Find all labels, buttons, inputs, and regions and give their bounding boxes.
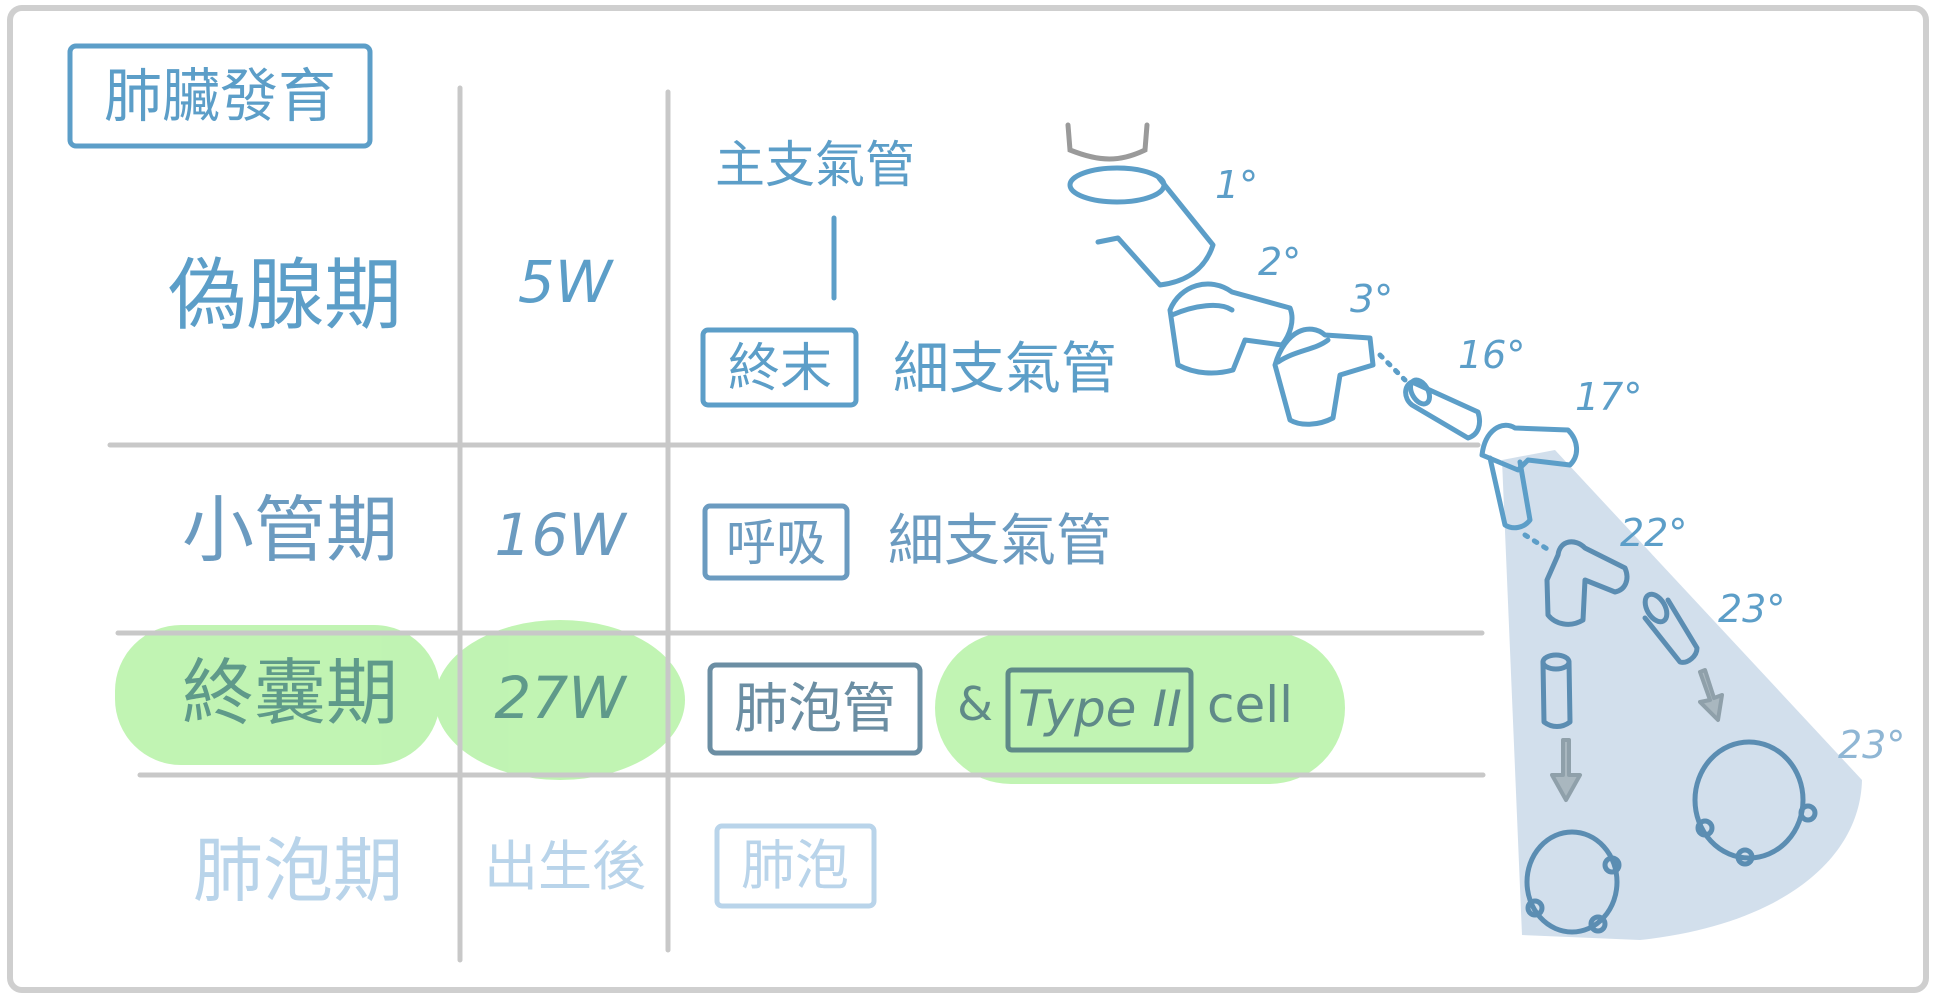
stage-time: 出生後 — [484, 835, 646, 898]
generation-16-tube — [1403, 377, 1483, 441]
generation-23-tube-left — [1540, 652, 1573, 729]
gen-label-17: 17° — [1575, 375, 1642, 419]
bronchiole-label: 細支氣管 — [888, 509, 1112, 574]
airway-illustration: 1° 2° 3° 16° 17° 22° 23° 23° — [1065, 122, 1905, 940]
bronchiole-label: 細支氣管 — [893, 337, 1117, 402]
type-ii-box — [1005, 667, 1194, 753]
ampersand: & — [957, 677, 993, 731]
generation-22-tube — [1544, 539, 1630, 627]
alveolar-duct-box — [707, 662, 923, 756]
alveolar-sac-left — [1524, 829, 1622, 935]
alveolar-sac-right — [1692, 739, 1818, 867]
stage-time: 16W — [494, 501, 628, 569]
title-box — [67, 43, 373, 149]
generation-1-tube — [1067, 165, 1216, 288]
generation-2-tube — [1167, 281, 1295, 376]
gen-label-2: 2° — [1258, 240, 1301, 284]
row-pseudoglandular: 偽腺期 5W 主支氣管 終末 細支氣管 — [168, 136, 1117, 408]
stage-name: 偽腺期 — [168, 251, 402, 341]
arrow-down-right — [1698, 668, 1724, 722]
gen-label-23-a: 23° — [1718, 587, 1785, 631]
cell-label: cell — [1207, 676, 1293, 734]
gen-label-16: 16° — [1458, 333, 1525, 377]
dotted-connector-17-22 — [1522, 532, 1555, 555]
stage-name: 小管期 — [182, 488, 398, 572]
arrow-down-left — [1550, 738, 1582, 802]
page-title: 肺臟發育 — [104, 62, 336, 130]
highlight-stage — [115, 625, 440, 765]
respiratory-box — [702, 503, 850, 581]
respiratory-label: 呼吸 — [726, 514, 826, 572]
dotted-connector-3-16 — [1377, 352, 1408, 383]
gen-label-23-b: 23° — [1838, 723, 1905, 767]
gen-label-3: 3° — [1350, 277, 1393, 321]
gen-label-1: 1° — [1215, 163, 1258, 207]
gen-label-22: 22° — [1620, 511, 1687, 555]
generation-3-tube — [1272, 326, 1376, 427]
generation-17-tube — [1479, 422, 1579, 531]
table-grid — [107, 85, 1486, 963]
row-alveolar: 肺泡期 出生後 肺泡 — [193, 823, 877, 912]
respiratory-zone-cone — [1502, 450, 1862, 940]
alveolar-duct-label: 肺泡管 — [734, 677, 896, 740]
terminal-label: 終末 — [728, 339, 832, 399]
row-canalicular: 小管期 16W 呼吸 細支氣管 — [182, 488, 1112, 581]
main-bronchus-label: 主支氣管 — [715, 136, 915, 194]
generation-23-tube-right — [1642, 591, 1700, 665]
outer-frame — [7, 5, 1929, 993]
alveoli-box — [714, 823, 877, 909]
trachea-stub — [1065, 122, 1150, 162]
highlight-time — [435, 620, 685, 780]
terminal-box — [700, 327, 859, 408]
stage-name: 終囊期 — [182, 651, 398, 735]
row-terminal-sac: 終囊期 27W 肺泡管 & Type II cell — [182, 651, 1293, 756]
stage-name: 肺泡期 — [193, 830, 403, 912]
alveoli-label: 肺泡 — [741, 834, 849, 897]
stage-time: 27W — [494, 664, 628, 732]
stage-time: 5W — [518, 248, 615, 316]
type-ii-label: Type II — [1018, 680, 1182, 738]
